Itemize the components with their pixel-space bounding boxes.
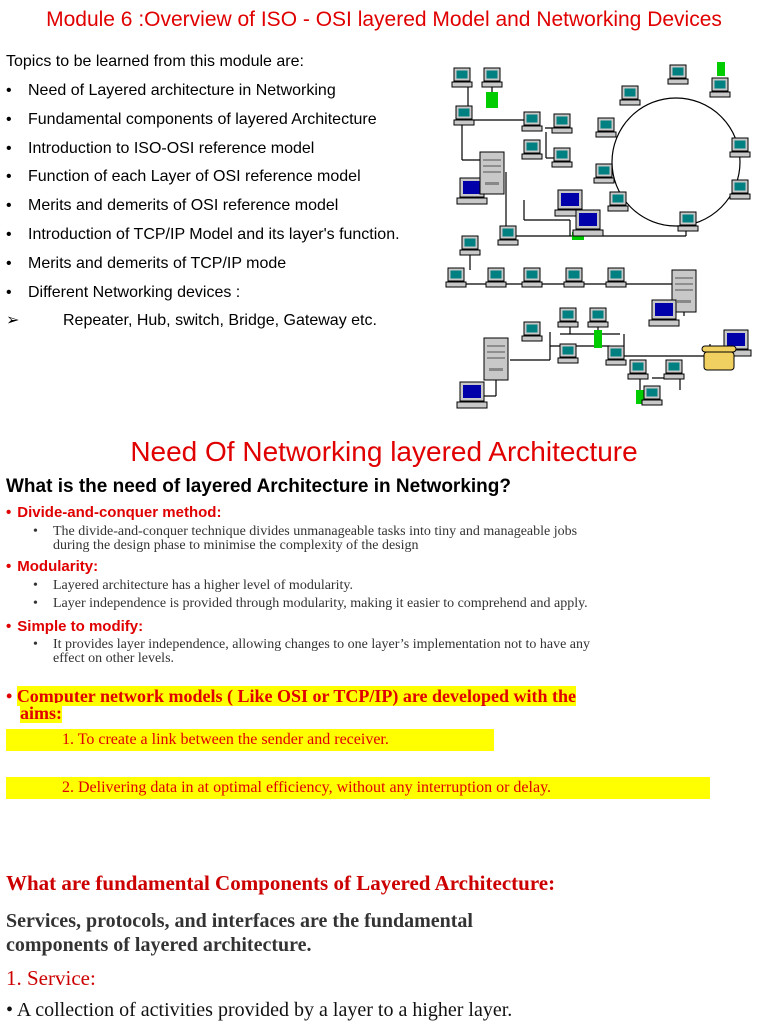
list-item: •Function of each Layer of OSI reference… (6, 166, 446, 195)
question-heading: What is the need of layered Architecture… (6, 476, 511, 497)
bullet: • (33, 578, 38, 593)
aim-item-1: 1. To create a link between the sender a… (6, 729, 494, 751)
list-item: •Fundamental components of layered Archi… (6, 109, 446, 138)
bullet: • (6, 197, 12, 215)
section-title: Need Of Networking layered Architecture (130, 436, 638, 467)
bullet: • (6, 618, 12, 635)
bullet: • (6, 558, 12, 575)
bullet: • (6, 225, 12, 243)
topics-list: •Need of Layered architecture in Network… (6, 80, 446, 339)
list-item: •Need of Layered architecture in Network… (6, 80, 446, 109)
simple-text: • It provides layer independence, allowi… (33, 637, 591, 666)
list-item: •Merits and demerits of TCP/IP mode (6, 253, 446, 282)
bullet: • (6, 283, 12, 301)
bullet: • (6, 686, 13, 706)
bullet: • (6, 110, 12, 128)
arrow-icon: ➢ (6, 312, 20, 330)
aims-text: • Computer network models ( Like OSI or … (6, 686, 576, 723)
aim-item-2: 2. Delivering data in at optimal efficie… (6, 777, 710, 799)
bullet: • (33, 637, 38, 652)
components-heading: What are fundamental Components of Layer… (6, 871, 556, 895)
divide-heading: •Divide-and-conquer method: (6, 504, 222, 521)
service-definition: • A collection of activities provided by… (6, 999, 513, 1021)
bullet: • (6, 82, 12, 99)
service-heading: 1. Service: (6, 966, 96, 990)
list-item: •Introduction of TCP/IP Model and its la… (6, 224, 446, 253)
bullet: • (6, 168, 12, 186)
components-summary: Services, protocols, and interfaces are … (6, 910, 473, 956)
bullet: • (6, 139, 12, 157)
list-item: •Different Networking devices : (6, 282, 446, 311)
simple-heading: •Simple to modify: (6, 618, 144, 635)
module-title: Module 6 :Overview of ISO - OSI layered … (46, 8, 722, 31)
list-item: •Merits and demerits of OSI reference mo… (6, 195, 446, 224)
bullet: • (6, 254, 12, 272)
divide-text: • The divide-and-conquer technique divid… (33, 524, 578, 553)
modularity-item-2: •Layer independence is provided through … (33, 596, 588, 611)
intro-text: Topics to be learned from this module ar… (6, 53, 304, 70)
bullet: • (6, 504, 12, 521)
bullet: • (33, 524, 38, 539)
modularity-item-1: •Layered architecture has a higher level… (33, 578, 353, 593)
list-item: •Introduction to ISO-OSI reference model (6, 138, 446, 167)
list-item-subtopic: ➢Repeater, Hub, switch, Bridge, Gateway … (6, 310, 446, 339)
bullet: • (33, 596, 38, 611)
modularity-heading: •Modularity: (6, 558, 99, 575)
network-diagram (445, 62, 752, 409)
